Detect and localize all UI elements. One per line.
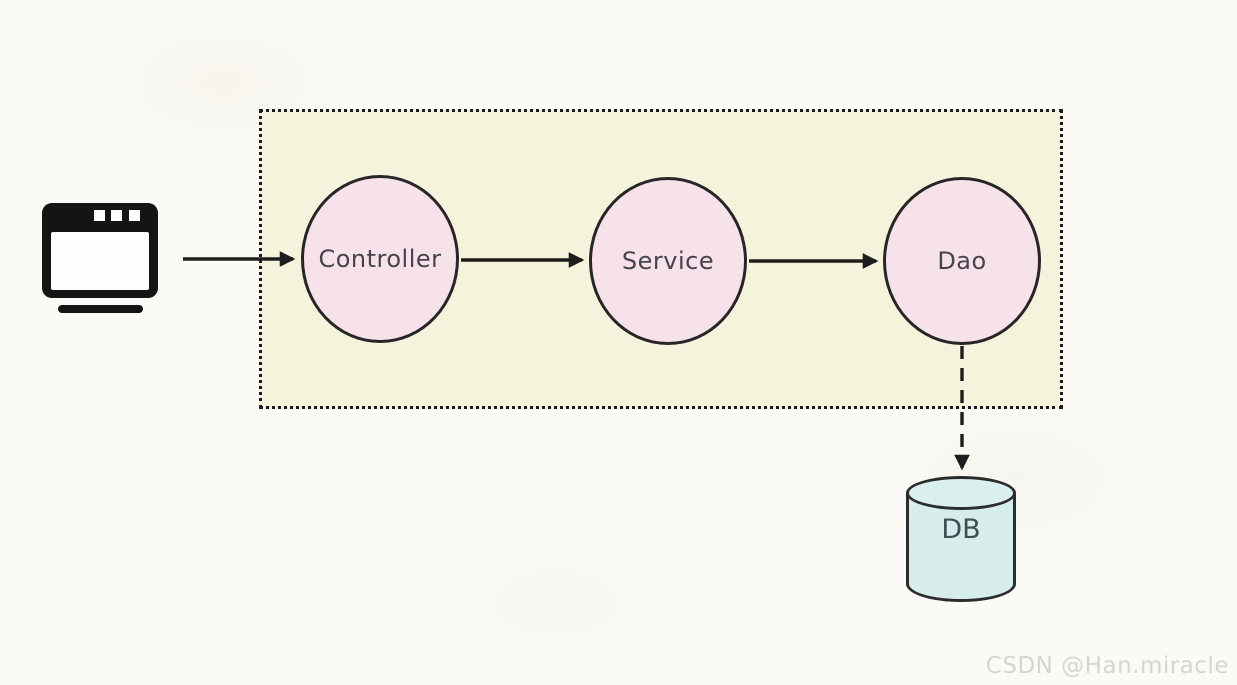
node-service: Service (589, 177, 747, 345)
browser-window-shape (42, 203, 158, 298)
browser-viewport (51, 232, 149, 290)
node-dao: Dao (883, 177, 1041, 345)
node-controller-label: Controller (318, 245, 442, 273)
node-controller: Controller (301, 175, 459, 343)
database-cylinder: DB (906, 476, 1016, 602)
database-label: DB (941, 514, 981, 545)
browser-titlebar-square-icon (111, 210, 122, 221)
watermark: CSDN @Han.miracle (985, 653, 1229, 679)
browser-client-icon (42, 203, 158, 313)
browser-titlebar-square-icon (94, 210, 105, 221)
browser-stand-bar (58, 305, 143, 313)
database-cylinder-top (906, 476, 1016, 510)
node-service-label: Service (621, 247, 715, 275)
database-cylinder-body (906, 493, 1016, 602)
node-dao-label: Dao (937, 247, 987, 275)
browser-titlebar-square-icon (129, 210, 140, 221)
